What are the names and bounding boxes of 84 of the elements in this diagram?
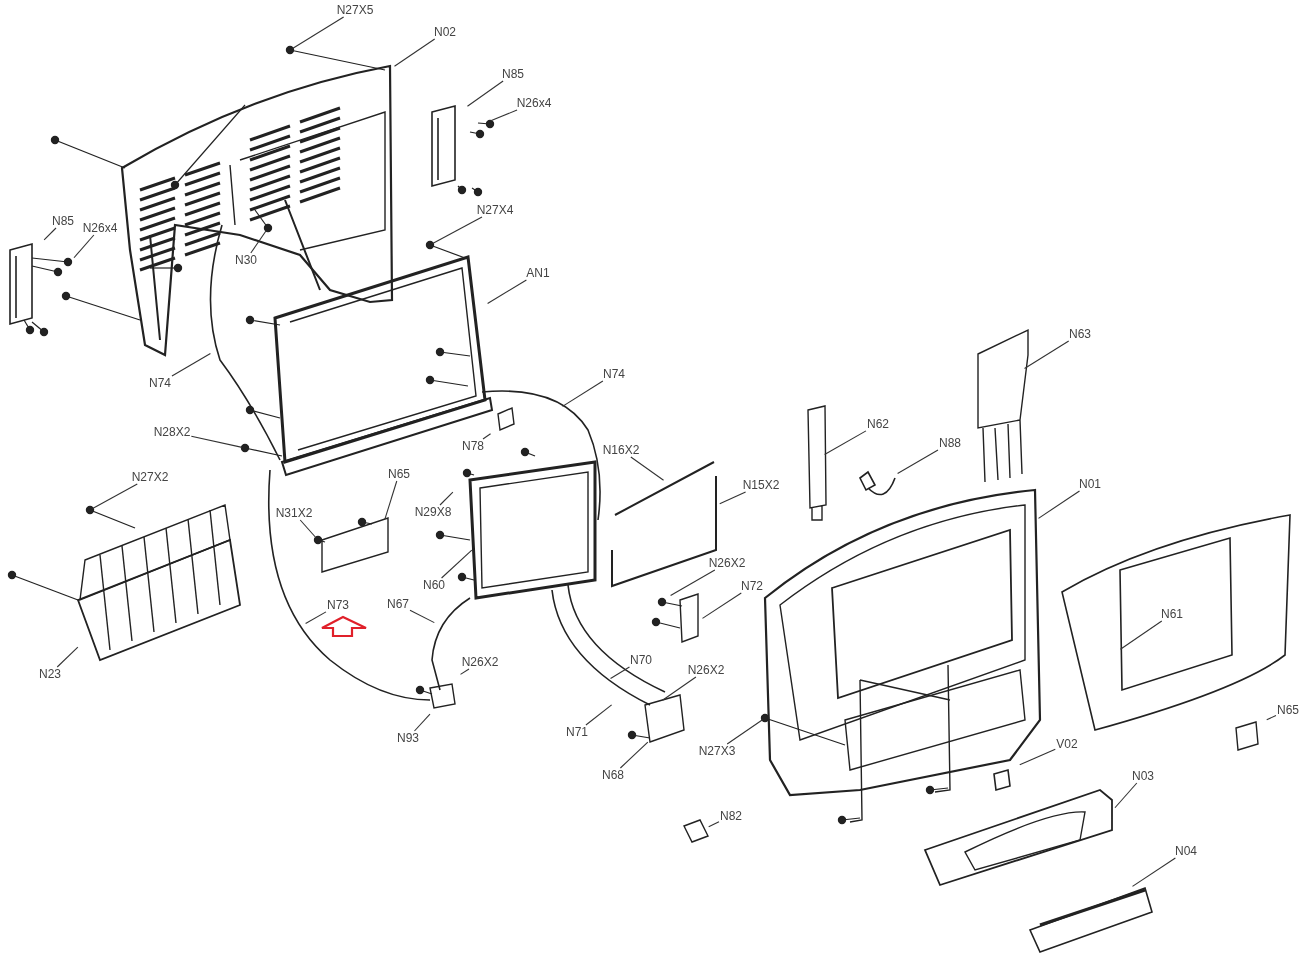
leader-line xyxy=(661,676,697,701)
leader-line xyxy=(719,491,747,505)
part-number: N28X2 xyxy=(152,425,192,439)
leader-line xyxy=(490,109,518,122)
leader-line xyxy=(1037,490,1081,519)
leader-line xyxy=(562,380,604,407)
part-number: N26X2 xyxy=(460,655,500,669)
part-number: N02 xyxy=(433,25,457,39)
leader-line xyxy=(441,549,473,579)
part-number: N61 xyxy=(1160,607,1184,621)
part-number: N27X3 xyxy=(697,744,737,758)
leader-line xyxy=(384,480,398,520)
part-number: N30 xyxy=(234,253,258,267)
leader-line xyxy=(897,449,939,475)
leader-line xyxy=(482,433,492,440)
part-number: N27X4 xyxy=(475,203,515,217)
leader-line xyxy=(43,227,57,241)
part-number: N26X2 xyxy=(686,663,726,677)
leader-line xyxy=(393,38,436,67)
leader-line xyxy=(1024,340,1070,369)
leader-line xyxy=(726,719,764,745)
part-number: N82 xyxy=(719,809,743,823)
part-number: N60 xyxy=(422,578,446,592)
leader-line xyxy=(1266,714,1277,721)
leader-line xyxy=(610,666,630,679)
part-number: N73 xyxy=(326,598,350,612)
part-number: N29X8 xyxy=(413,505,453,519)
leader-line xyxy=(487,279,527,304)
part-number: N26x4 xyxy=(515,96,553,110)
leader-line xyxy=(73,234,95,259)
leader-line xyxy=(459,668,470,675)
leader-line xyxy=(171,352,211,377)
part-number: N65 xyxy=(1276,703,1300,717)
part-number: N23 xyxy=(38,667,62,681)
leader-line xyxy=(630,456,665,481)
part-number: N72 xyxy=(740,579,764,593)
part-number: N74 xyxy=(602,367,626,381)
leader-line xyxy=(413,713,431,732)
part-number: N31X2 xyxy=(274,506,314,520)
leader-line xyxy=(466,80,504,107)
part-number: N88 xyxy=(938,436,962,450)
leader-line xyxy=(190,435,243,448)
part-number: V02 xyxy=(1055,737,1079,751)
part-number: N67 xyxy=(386,597,410,611)
leader-line xyxy=(92,483,138,510)
leader-line xyxy=(439,491,454,506)
part-number: N26X2 xyxy=(707,556,747,570)
leader-line xyxy=(432,216,483,245)
leader-line xyxy=(56,646,79,668)
part-number: N70 xyxy=(629,653,653,667)
part-number: N15X2 xyxy=(741,478,781,492)
leader-line xyxy=(299,519,317,539)
part-number: N68 xyxy=(601,768,625,782)
leader-line xyxy=(585,704,613,726)
part-number: N27X2 xyxy=(130,470,170,484)
part-number: N63 xyxy=(1068,327,1092,341)
part-number: N03 xyxy=(1131,769,1155,783)
part-number: N04 xyxy=(1174,844,1198,858)
part-number: N65 xyxy=(387,467,411,481)
part-number: N78 xyxy=(461,439,485,453)
leader-line xyxy=(619,741,649,769)
leader-line xyxy=(409,609,435,624)
part-number: N16X2 xyxy=(601,443,641,457)
part-number: N62 xyxy=(866,417,890,431)
part-number: N85 xyxy=(501,67,525,81)
leader-line xyxy=(670,569,716,597)
part-number: N27X5 xyxy=(335,3,375,17)
leader-line xyxy=(824,430,867,456)
leader-line xyxy=(1119,620,1163,650)
part-number: N93 xyxy=(396,731,420,745)
leader-line xyxy=(305,611,327,625)
part-number: AN1 xyxy=(525,266,551,280)
leader-line xyxy=(708,821,720,828)
part-number: N74 xyxy=(148,376,172,390)
leader-line xyxy=(250,229,267,254)
leader-line xyxy=(1131,857,1176,887)
leader-line xyxy=(1114,782,1138,809)
part-number: N71 xyxy=(565,725,589,739)
leader-line xyxy=(701,592,742,619)
leader-line xyxy=(292,16,345,49)
part-number: N26x4 xyxy=(81,221,119,235)
leader-line xyxy=(1019,748,1056,766)
part-number: N85 xyxy=(51,214,75,228)
part-number: N01 xyxy=(1078,477,1102,491)
